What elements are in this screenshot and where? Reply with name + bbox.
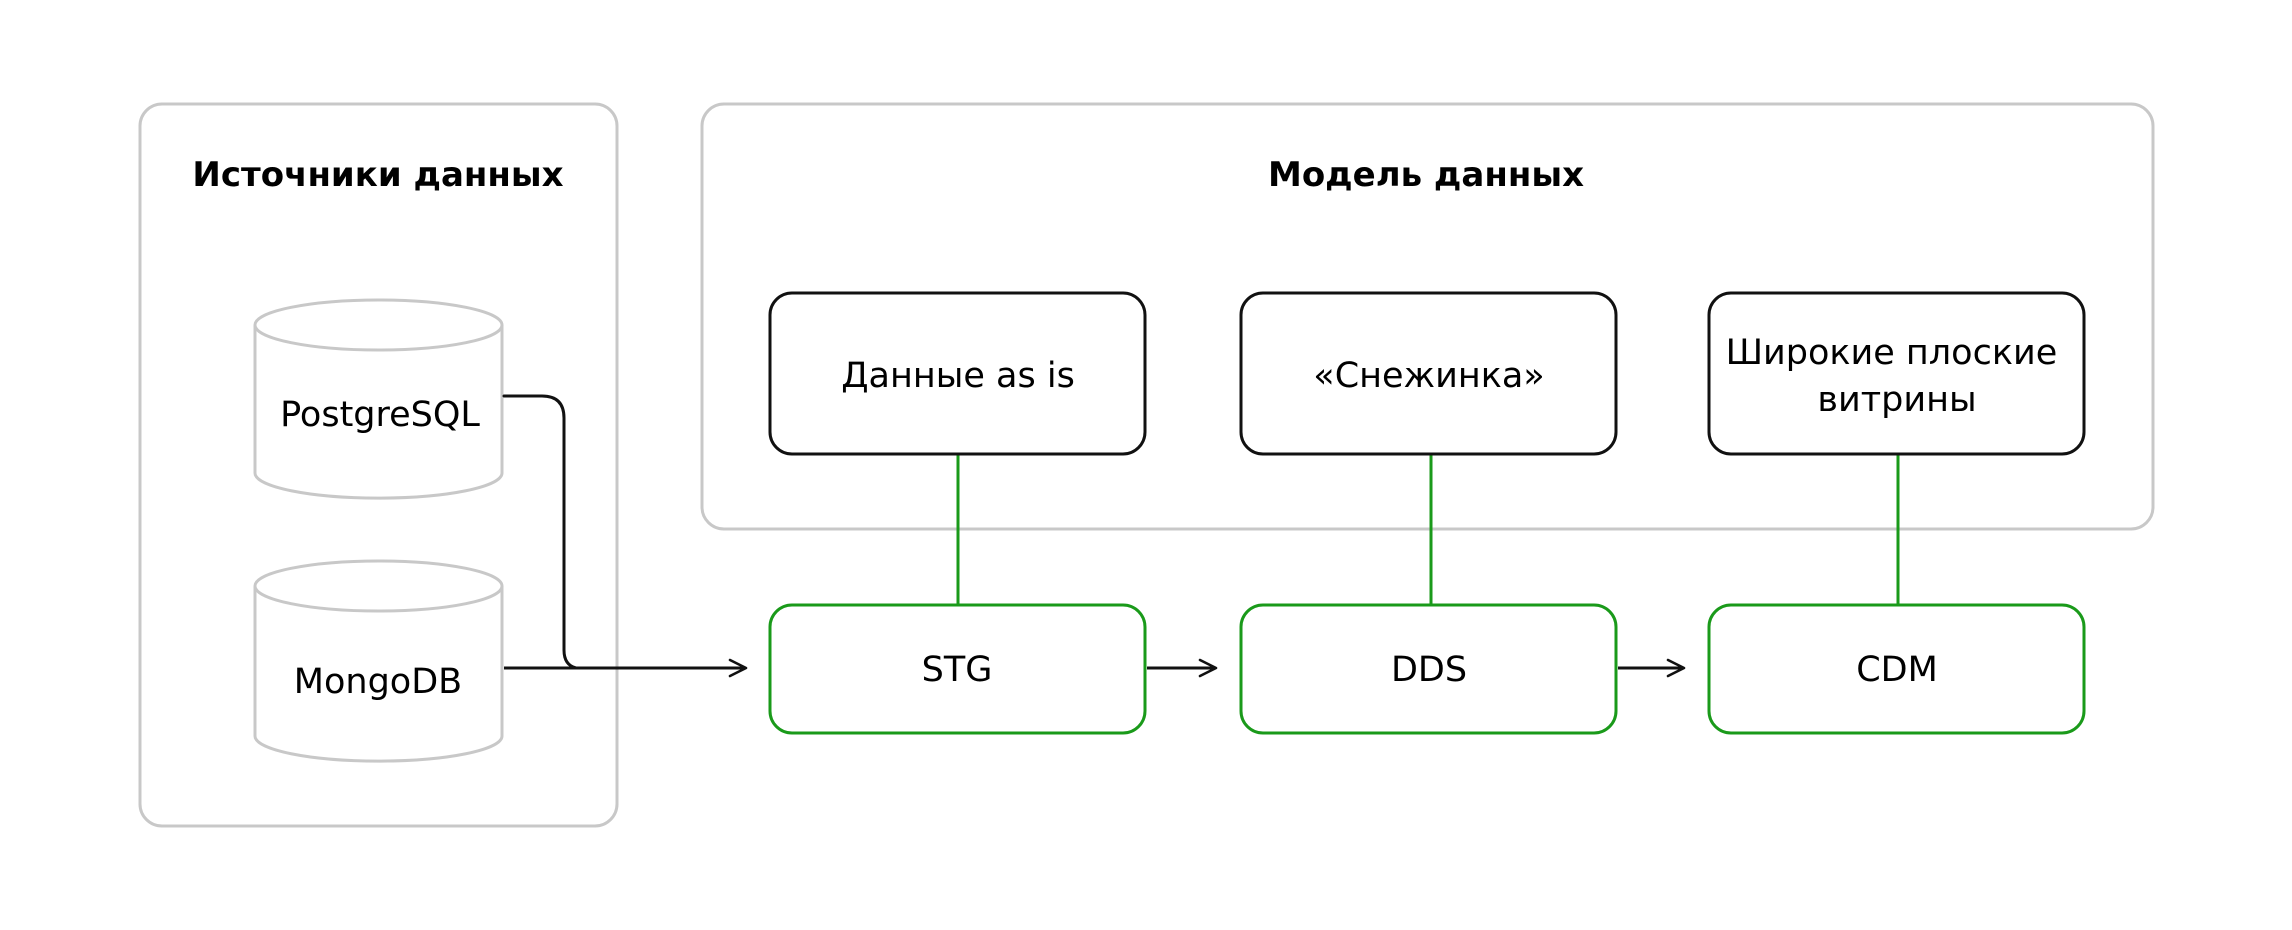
model-group: Модель данных bbox=[700, 102, 2155, 531]
model-node-as-is: Данные as is bbox=[768, 291, 1147, 456]
model-group-frame bbox=[700, 102, 2155, 531]
layer-node-dds-label: DDS bbox=[1391, 650, 1467, 690]
layer-node-cdm: CDM bbox=[1707, 603, 2086, 735]
database-postgresql: PostgreSQL bbox=[253, 298, 504, 500]
model-node-wide-flat-marts-box bbox=[1707, 291, 2086, 456]
model-node-snowflake-box bbox=[1239, 291, 1618, 456]
layer-links bbox=[956, 454, 1900, 605]
layer-node-stg-box bbox=[768, 603, 1147, 735]
database-postgresql-top bbox=[253, 298, 504, 352]
model-node-wide-flat-marts: Широкие плоские витрины bbox=[1707, 291, 2086, 456]
layer-node-cdm-box bbox=[1707, 603, 2086, 735]
database-mongodb-body bbox=[253, 586, 504, 763]
database-mongodb-label: MongoDB bbox=[294, 662, 462, 702]
model-node-snowflake-label: «Снежинка» bbox=[1313, 356, 1544, 396]
model-node-wide-flat-marts-line-1: Широкие плоские bbox=[1726, 333, 2058, 373]
model-group-title: Модель данных bbox=[1268, 155, 1584, 195]
flow-connectors bbox=[502, 394, 1686, 678]
model-node-wide-flat-marts-line-2: витрины bbox=[1817, 380, 1976, 420]
layer-node-cdm-label: CDM bbox=[1856, 650, 1938, 690]
database-mongodb: MongoDB bbox=[253, 559, 504, 763]
database-postgresql-body bbox=[253, 325, 504, 500]
model-node-as-is-box bbox=[768, 291, 1147, 456]
sources-group-frame bbox=[138, 102, 619, 828]
layer-node-stg-label: STG bbox=[922, 650, 993, 690]
layer-node-stg: STG bbox=[768, 603, 1147, 735]
sources-group-title: Источники данных bbox=[192, 155, 563, 195]
database-mongodb-top bbox=[253, 559, 504, 613]
sources-group: Источники данных PostgreSQL MongoDB bbox=[138, 102, 619, 828]
model-node-wide-flat-marts-label: Широкие плоские витрины bbox=[1726, 333, 2069, 420]
connector-postgresql-to-flow bbox=[502, 394, 578, 670]
layer-node-dds: DDS bbox=[1239, 603, 1618, 735]
database-postgresql-label: PostgreSQL bbox=[280, 395, 480, 435]
model-node-snowflake: «Снежинка» bbox=[1239, 291, 1618, 456]
model-node-as-is-label: Данные as is bbox=[841, 356, 1075, 396]
layer-node-dds-box bbox=[1239, 603, 1618, 735]
